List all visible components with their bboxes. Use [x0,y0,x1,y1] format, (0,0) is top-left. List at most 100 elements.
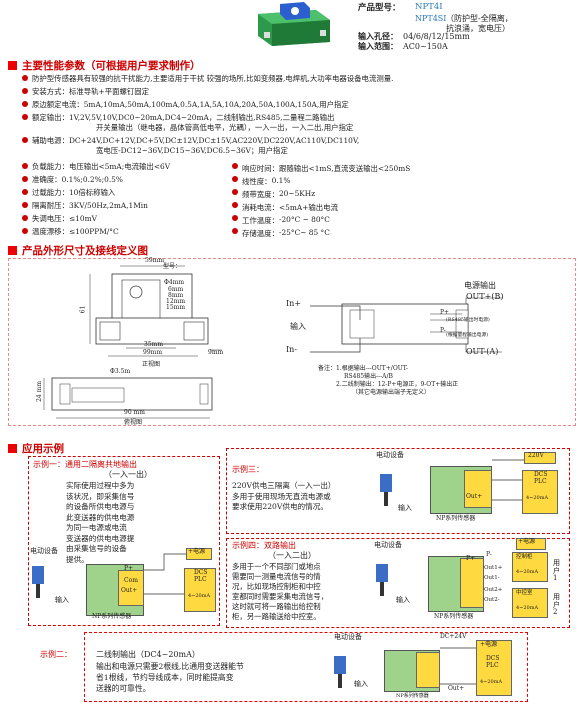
ex3-terminal [464,470,492,508]
ex1-power: +电源 [188,548,206,555]
ex3-wires [492,459,524,501]
ex2-motor-icon [334,656,346,688]
ex1-dcs: DCS PLC [194,569,208,583]
ex4-sensor: NP系列传感器 [434,613,474,620]
ex1-range: 4~20mA [188,593,211,599]
section-square-icon [8,246,17,255]
ex4-range-2: 4~20mA [516,605,539,611]
ex1-out: Out+ [121,587,138,594]
ex3-out: Out+ [466,493,483,500]
ex3-title: 示例三： [232,465,264,474]
p-minus-label: P- [440,327,446,334]
ex4-pminus: P- [486,551,492,558]
bullet-icon [232,202,238,208]
ex4-power-box [516,538,546,550]
spec-left-0: 负载能力：电压输出<5mA;电流输出<6V [22,162,170,172]
ex2-title-b: 二线制输出（DC4~20mA） [96,650,200,659]
bullet-icon [232,228,238,234]
ex4-power-device: 电动设备 [374,541,402,549]
dim-hole-0: Φ4mm [164,279,185,286]
dim-w9: 9mm [208,349,224,356]
ex1-terminal [118,570,144,606]
ex1-title: 示例一：通用二隔离共地输出 [33,460,137,469]
ex2-wires [440,647,476,685]
power-out-label: 电源输出 [464,281,496,290]
param-line-4: 开关量输出（继电器，晶体管高低电平，光耦），一入一出，一入二出,用户指定 [96,123,354,132]
ex4-ctrl-room: 中控室 [516,590,533,596]
ex4-user2: 用户2 [553,593,560,617]
bullet-icon [22,88,28,94]
ex1-sensor: NP系列传感器 [92,613,132,620]
ex4-sub: （一入二出） [268,551,316,560]
ex3-desc: 220V供电三隔离（一入一出）多用于使用现场无直流电源或要求使用220V供电的情… [232,481,336,511]
range-label: 输入范围： [358,41,398,51]
bullet-icon [232,176,238,182]
spec-mid-0: 响应时间：跟随输出<1mS,直流变送输出<250mS [232,163,410,174]
input-label: 输入 [290,322,306,331]
model-b: NPT4SI [415,14,447,23]
spec-left-3: 隔离耐压：3KV/50Hz,2mA,1Min [22,201,148,211]
model-a: NPT4I [415,2,443,12]
ex4-frame [226,538,570,628]
ex3-range: 4~20mA [526,495,549,501]
spec-mid-2: 频带宽度：20~5KHz [232,189,315,200]
ex1-desc: 实际使用过程中多为该状况，即采集信号的设备所供电电源与此变送器的供电电源为同一电… [66,481,135,564]
in-minus-label: In- [286,345,298,354]
front-view-label: 正视图 [142,361,161,368]
param-line-0: 防护型传感器具有较强的抗干扰能力,主要适用于干扰 较强的场所,比如变频器,电焊机… [22,74,393,84]
ex4-user1: 用户1 [553,559,560,583]
out-minus-label: OUT-(A) [466,347,499,356]
ex1-com: Com [124,577,138,584]
spec-left-2: 过载能力：10倍标称输入 [22,188,115,198]
param-line-2: 原边额定电流：5mA,10mA,50mA,100mA,0.5A,1A,5A,10… [22,100,349,110]
wiring-drawing [310,297,502,353]
bullet-icon [22,101,28,107]
bullet-icon [232,163,238,169]
section-params-title: 主要性能参数（可根据用户要求制作） [22,60,201,72]
product-photo [250,2,342,46]
ex1-frame [28,456,220,626]
section-square-icon [8,61,17,70]
ex4-input: 输入 [396,596,410,604]
section-square-icon [8,444,17,453]
top-view-label: 俯视图 [124,419,143,426]
ex4-terminal [460,558,484,608]
bullet-icon [22,176,28,182]
ex1-power-box [186,548,212,560]
dims-frame [8,258,576,426]
param-line-1: 安装方式：标准导轨+平面螺钉固定 [22,87,149,97]
out-plus-label: OUT+(B) [466,292,504,301]
ex2-sensor: NP系列传感器 [396,693,429,699]
hole-value: 04/6/8/12/15mm [403,32,470,41]
bullet-icon [22,137,28,143]
ex3-dcs-box [522,470,558,514]
ex3-input: 输入 [398,504,412,512]
ex2-out: Out+ [448,685,465,692]
dim-w35: 35mm [144,341,164,348]
ex2-frame [84,632,528,702]
spec-mid-1: 线性度：0.1% [232,176,290,187]
dim-top-width: 59mm [145,257,165,264]
ex2-title: 示例二： [40,650,72,659]
ex1-dcs-box [184,568,216,612]
dim-hole-4: 15mm [166,304,186,311]
model-label: 产品型号： [358,3,401,13]
p-minus-note: (根据量程输出电源) [446,333,489,338]
ex4-range-1: 4~20mA [516,569,539,575]
ex1-pplus: P+ [124,565,134,572]
dim-h24: 24 mm [36,380,44,402]
p-plus-label: P+ [440,309,450,316]
dim-w99: 99mm [143,349,163,356]
product-sensor-image [258,2,330,46]
model-b-desc-1: （防护型-全隔离， [446,14,513,23]
dim-w90: 90 mm [124,409,145,416]
p-plus-note: (RS485输出时电源) [446,318,490,323]
dim-hole-1: 6mm [168,286,184,293]
ex3-v220: 220V [528,452,544,459]
ex2-range: 4~20mA [480,679,503,685]
spec-left-1: 准确度：0.1%;0.2%;0.5% [22,175,123,185]
ex4-out1p: Out1+ [484,565,503,571]
ex3-frame [226,448,570,534]
ex2-dc24: DC+24V [440,633,467,640]
spec-mid-5: 存储温度：-25°C~ 85 °C [232,228,330,239]
